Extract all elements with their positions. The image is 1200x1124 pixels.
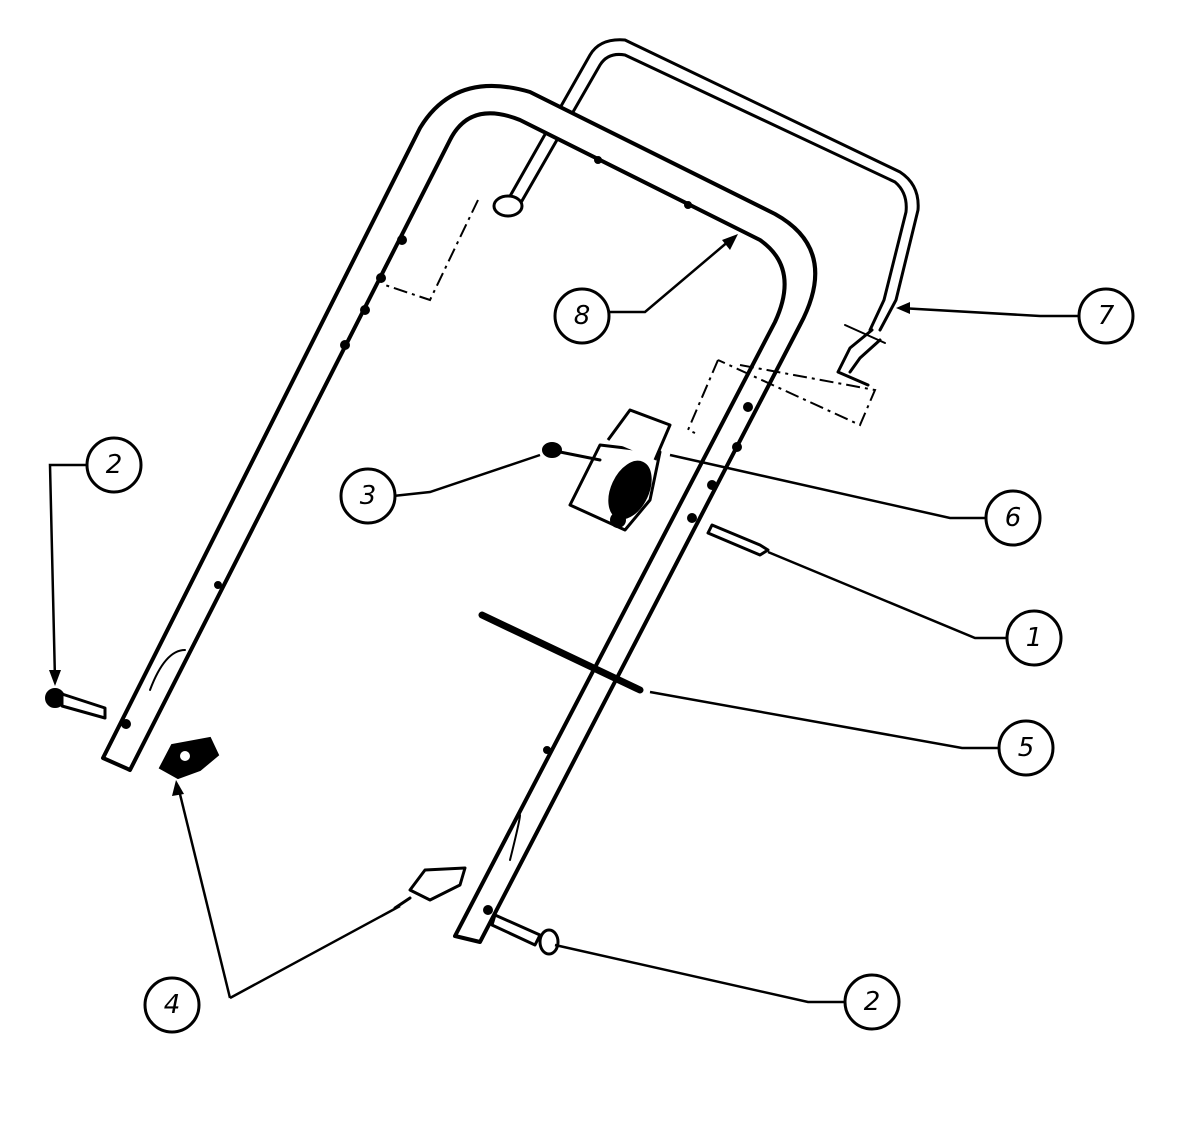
callout-7: 7 <box>1077 287 1135 345</box>
hidden-line-right <box>717 359 877 427</box>
bolt-part-1 <box>706 523 770 557</box>
frame-fastener-dots <box>121 156 753 915</box>
upper-handle-frame <box>101 84 818 944</box>
callout-6: 6 <box>984 489 1042 547</box>
callout-label-8: 8 <box>574 301 591 331</box>
callout-label-5: 5 <box>1018 733 1035 763</box>
control-bail <box>492 38 920 387</box>
control-housing-part-6 <box>568 408 672 532</box>
bolt-part-2-left <box>45 688 107 720</box>
bolt-part-2-right <box>490 913 560 956</box>
callout-label-7: 7 <box>1098 301 1115 331</box>
callout-1: 1 <box>1005 609 1063 667</box>
callout-3: 3 <box>339 467 397 525</box>
bolt-part-3 <box>542 442 562 458</box>
callout-label-2-right: 2 <box>864 987 881 1017</box>
knob-part-4-left <box>158 736 220 780</box>
callout-label-3: 3 <box>360 481 377 511</box>
callout-2-left: 2 <box>85 436 143 494</box>
knob-part-4-right <box>393 866 467 910</box>
callout-5: 5 <box>997 719 1055 777</box>
callout-4: 4 <box>143 976 201 1034</box>
leader-lines <box>48 234 1082 1004</box>
hidden-line-left <box>384 199 479 302</box>
cable-part-5 <box>478 611 644 694</box>
callout-label-2-left: 2 <box>106 450 123 480</box>
callout-label-1: 1 <box>1026 623 1043 653</box>
bail-pivot <box>492 194 524 218</box>
callout-label-6: 6 <box>1005 503 1022 533</box>
callout-8: 8 <box>553 287 611 345</box>
callout-label-4: 4 <box>164 990 181 1020</box>
callout-2-right: 2 <box>843 973 901 1031</box>
